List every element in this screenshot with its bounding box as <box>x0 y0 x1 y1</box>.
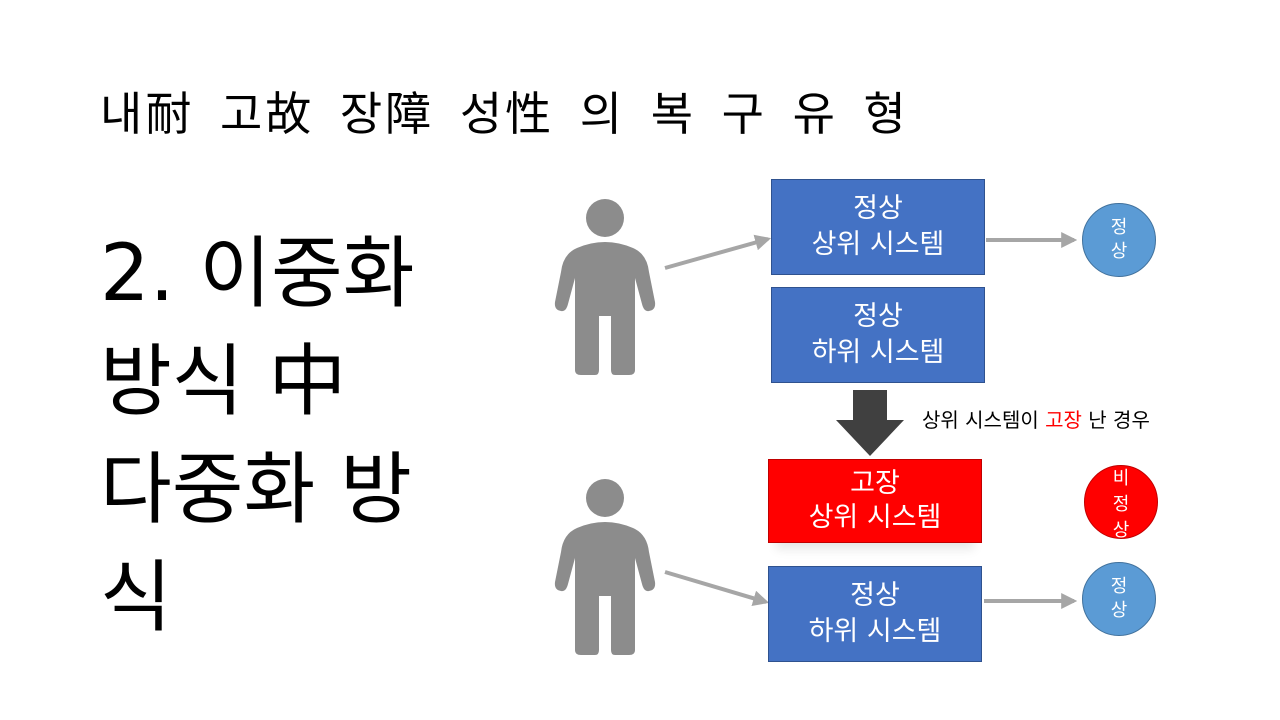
system-name: 상위 시스템 <box>808 502 942 533</box>
slide-title: 내耐 고故 장障 성性 의 복 구 유 형 <box>100 87 909 141</box>
caption-text: 상위 시스템이 <box>922 408 1046 432</box>
secondary-system-box: 정상 하위 시스템 <box>768 566 982 662</box>
fault-caption: 상위 시스템이 고장 난 경우 <box>922 404 1150 433</box>
result-char: 정 <box>1110 576 1128 597</box>
system-name: 상위 시스템 <box>811 229 945 260</box>
system-name: 하위 시스템 <box>811 337 945 368</box>
down-arrow <box>836 390 904 456</box>
result-char: 비 <box>1112 468 1130 489</box>
heading-line: 다중화 방 <box>100 445 412 535</box>
result-char: 상 <box>1112 520 1130 539</box>
system-status: 고장 <box>850 468 900 499</box>
result-char: 상 <box>1110 241 1128 262</box>
caption-fault-word: 고장 <box>1045 408 1082 432</box>
heading-line: 식 <box>100 553 172 643</box>
system-name: 하위 시스템 <box>808 616 942 647</box>
system-status: 정상 <box>850 580 900 611</box>
secondary-system-box: 정상 하위 시스템 <box>771 287 985 383</box>
main-heading: 2. 이중화 방식 中 다중화 방 식 <box>100 220 520 652</box>
arrow-person-to-secondary <box>664 570 770 607</box>
arrow-person-to-primary <box>664 234 772 270</box>
system-status: 정상 <box>853 193 903 224</box>
result-char: 정 <box>1110 217 1128 238</box>
primary-system-box: 정상 상위 시스템 <box>771 179 985 275</box>
heading-line: 2. 이중화 <box>100 229 415 319</box>
result-char: 정 <box>1112 494 1130 515</box>
result-circle-abnormal: 비 정 상 <box>1084 465 1158 539</box>
person-icon <box>554 199 656 375</box>
result-circle-normal: 정 상 <box>1082 203 1156 277</box>
result-circle-normal: 정 상 <box>1082 562 1156 636</box>
failed-primary-system-box: 고장 상위 시스템 <box>768 459 982 543</box>
result-char: 상 <box>1110 600 1128 621</box>
caption-text: 난 경우 <box>1081 408 1150 432</box>
system-status: 정상 <box>853 301 903 332</box>
person-icon <box>554 479 656 655</box>
heading-line: 방식 中 <box>100 337 347 427</box>
